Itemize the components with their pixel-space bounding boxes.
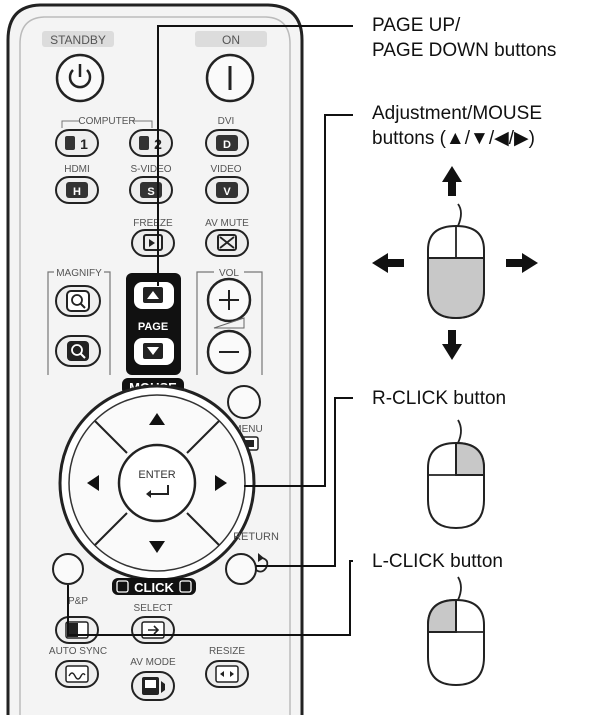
avmute-icon [217,234,237,251]
on-label: ON [222,33,240,47]
avmode-label: AV MODE [130,657,176,668]
resize-label: RESIZE [209,646,245,657]
standby-label: STANDBY [50,33,106,47]
arrow-left-icon [372,253,404,273]
enter-label: ENTER [138,469,175,481]
arrow-up-icon [442,166,462,196]
vol-wedge [213,317,245,329]
computer1-button[interactable]: 1 [55,129,99,157]
lclick-callout: L-CLICK button [372,551,503,572]
on-button[interactable] [205,53,255,103]
rclick-leader-line [256,397,353,567]
avmute-button[interactable] [205,229,249,257]
avmute-label: AV MUTE [205,218,249,229]
svideo-label: S-VIDEO [130,164,171,175]
svg-text:H: H [73,186,81,198]
r-click-button[interactable] [225,553,257,585]
adjust-callout-line1: Adjustment/MOUSE [372,103,542,124]
vol-label: VOL [219,268,239,279]
adjust-leader-line [244,114,353,487]
page-callout-line2: PAGE DOWN buttons [372,40,557,61]
computer2-button[interactable]: 2 [129,129,173,157]
zoom-out-icon [71,344,83,356]
arrow-right-icon [506,253,538,273]
vol-down-button[interactable] [206,329,252,375]
freeze-label: FREEZE [133,218,173,229]
svg-text:D: D [223,139,231,151]
page-callout-line1: PAGE UP/ [372,15,461,36]
page-updown-callout: PAGE UP/ PAGE DOWN buttons [372,13,556,63]
mouse-lclick-illustration [427,576,485,687]
avmode-button[interactable] [131,671,175,701]
page-down-button[interactable] [134,338,174,365]
on-label-bg [195,31,267,47]
mouse-move-illustration [427,203,485,320]
pp-label: P&P [68,596,88,607]
select-button[interactable] [131,616,175,644]
adjust-callout-line2: buttons (▲/▼/◀/▶) [372,128,535,149]
computer-label: COMPUTER [78,116,135,127]
freeze-icon [143,234,163,251]
autosync-label: AUTO SYNC [49,646,107,657]
return-label: RETURN [233,531,279,543]
click-label: CLICK [134,580,174,595]
remote-inner-edge [19,16,291,715]
hdmi-button[interactable]: H [55,176,99,204]
menu-label: MENU [233,424,262,435]
zoom-in-icon [71,294,83,306]
autosync-icon [65,665,89,683]
return-icon [255,557,269,573]
click-label-bg [112,578,196,595]
lclick-leader-line [67,560,353,636]
dvi-button[interactable]: D [205,129,249,157]
up-arrow-icon [149,413,165,425]
svg-text:1: 1 [80,136,88,152]
mouse-rclick-illustration [427,419,485,530]
resize-icon [215,665,239,683]
left-arrow-icon [87,475,99,491]
resize-button[interactable] [205,660,249,688]
dpad-right-button[interactable] [215,475,227,491]
freeze-button[interactable] [131,229,175,257]
dpad-left-button[interactable] [87,475,99,491]
video-label: VIDEO [210,164,241,175]
page-up-button[interactable] [134,282,174,309]
pp-button[interactable] [55,616,99,644]
dpad-up-button[interactable] [149,413,165,425]
enter-button[interactable]: ENTER [117,443,197,523]
hdmi-label: HDMI [64,164,90,175]
menu-button[interactable] [227,385,261,419]
power-icon [68,69,92,89]
monitor-icon [65,136,75,150]
dvi-label: DVI [218,116,235,127]
right-arrow-icon [215,475,227,491]
l-click-button[interactable] [52,553,84,585]
svg-text:S: S [147,186,154,198]
page-label: PAGE [138,321,168,333]
vol-up-button[interactable] [206,277,252,323]
select-label: SELECT [134,603,173,614]
magnify-down-button[interactable] [55,335,101,367]
magnify-label: MAGNIFY [56,268,102,279]
svideo-button[interactable]: S [129,176,173,204]
rclick-callout: R-CLICK button [372,388,507,409]
standby-button[interactable] [55,53,105,103]
svg-text:V: V [223,186,231,198]
enter-icon [148,485,169,495]
adjust-callout: Adjustment/MOUSE buttons (▲/▼/◀/▶) [372,101,542,151]
autosync-button[interactable] [55,660,99,688]
dpad-down-button[interactable] [149,541,165,553]
arrow-down-icon [442,330,462,360]
magnify-up-button[interactable] [55,285,101,317]
video-button[interactable]: V [205,176,249,204]
standby-label-bg [42,31,114,47]
down-arrow-icon [149,541,165,553]
page-leader-line [157,25,353,286]
monitor-icon [139,136,149,150]
